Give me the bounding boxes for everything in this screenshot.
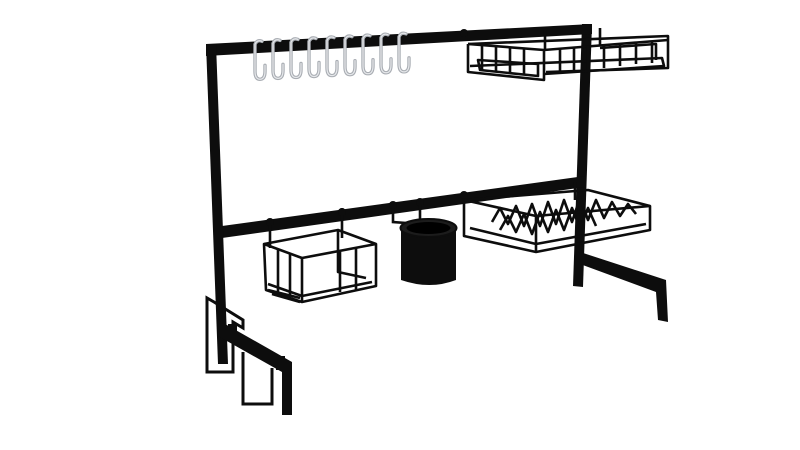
s-hook — [289, 37, 303, 80]
s-hook — [361, 33, 375, 76]
s-hook — [325, 35, 339, 78]
s-hook — [253, 39, 267, 82]
middle-bar — [222, 176, 585, 238]
plate-rack — [462, 182, 652, 254]
s-hook — [271, 38, 285, 81]
top-wire-basket — [466, 28, 670, 82]
left-foot-assembly — [205, 295, 292, 415]
s-hook — [379, 32, 393, 75]
right-foot — [580, 252, 668, 322]
bar-knobs — [266, 29, 468, 226]
s-hooks — [253, 31, 411, 82]
s-hook — [343, 34, 357, 77]
left-frame — [206, 44, 228, 364]
utensil-cup — [391, 204, 458, 285]
s-hook — [397, 31, 411, 74]
left-post — [206, 44, 228, 364]
s-hook — [307, 36, 321, 79]
